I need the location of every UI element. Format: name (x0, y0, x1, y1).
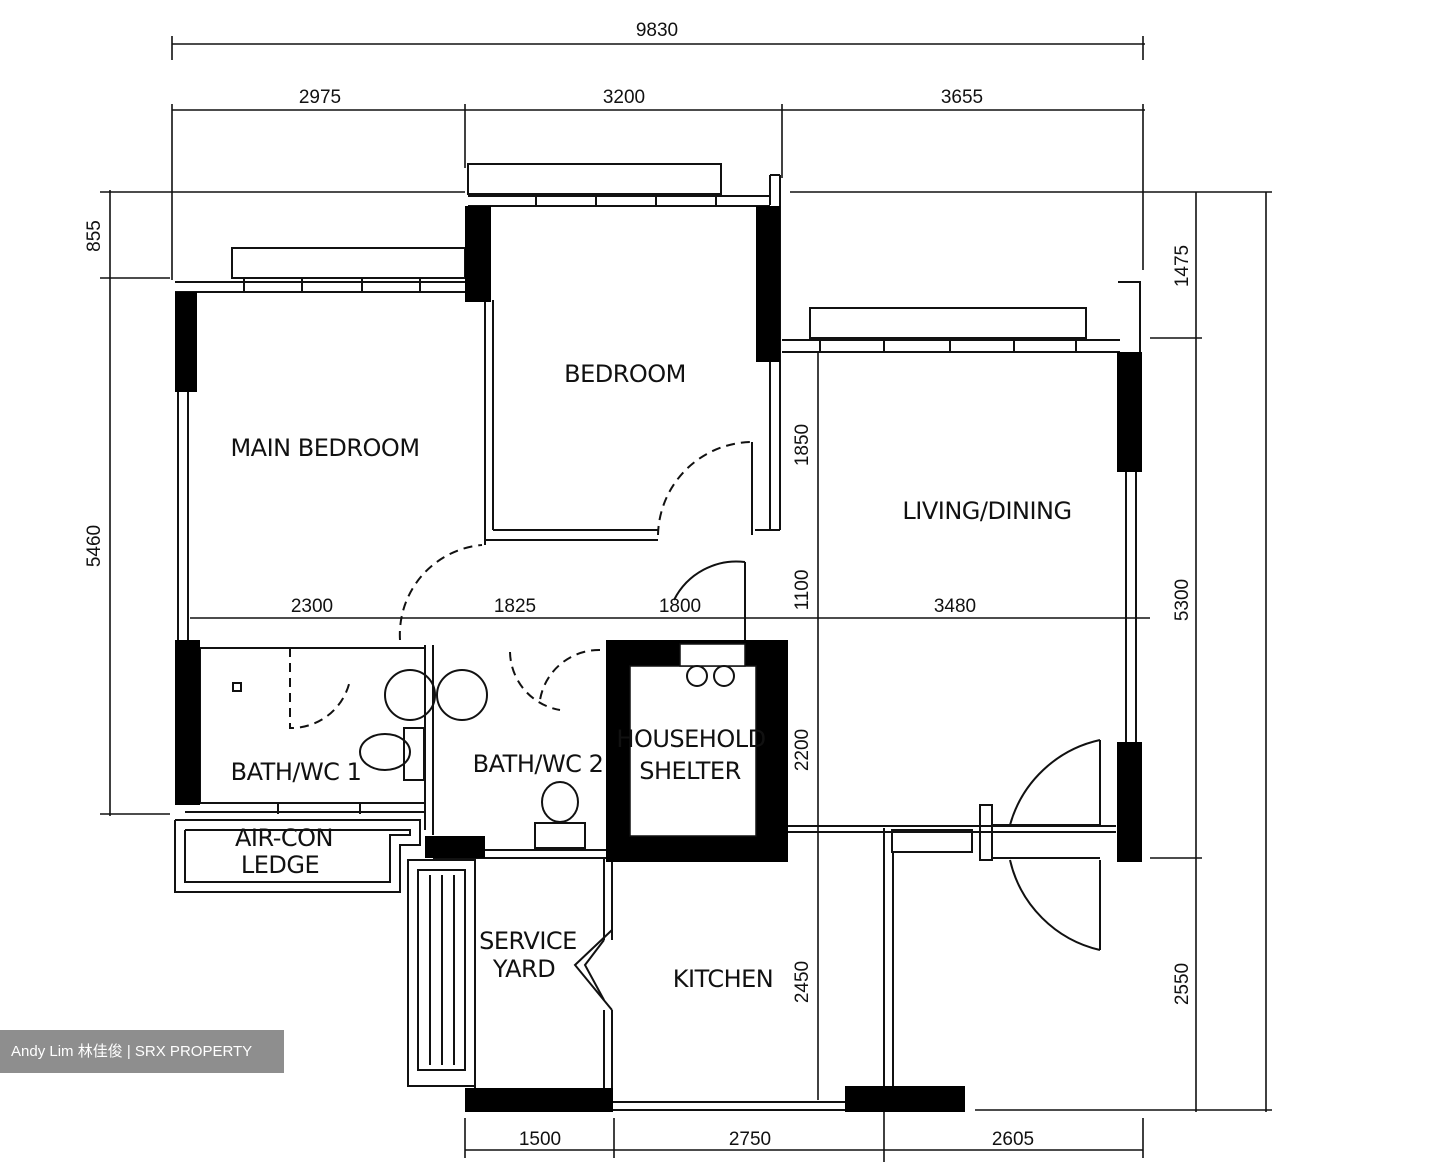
dim-left-1: 855 (84, 220, 105, 252)
dim-bedroom-depth: 1850 (792, 424, 813, 466)
dimension-lines (100, 36, 1272, 1162)
room-bedroom: BEDROOM (564, 360, 686, 388)
watermark: Andy Lim 林佳俊 | SRX PROPERTY (0, 1030, 284, 1073)
dim-bottom-3: 2605 (992, 1129, 1034, 1150)
dim-mid-2: 1825 (494, 596, 536, 617)
room-main-bedroom: MAIN BEDROOM (230, 434, 419, 462)
dim-shelter-depth: 2200 (792, 729, 813, 771)
dim-top-3: 3655 (941, 87, 983, 108)
room-kitchen: KITCHEN (673, 965, 774, 993)
room-aircon-ledge-line1: AIR-CON (235, 824, 333, 852)
dim-mid-1: 2300 (291, 596, 333, 617)
dim-top-2: 3200 (603, 87, 645, 108)
room-service-yard-line1: SERVICE (479, 927, 577, 955)
window-mullions (243, 194, 1077, 814)
sanitary-fixtures (232, 665, 735, 849)
dim-bottom-1: 1500 (519, 1129, 561, 1150)
dim-right-3: 2550 (1172, 963, 1193, 1005)
doors (289, 441, 1101, 1011)
room-living-dining: LIVING/DINING (902, 497, 1071, 525)
dim-bottom-2: 2750 (729, 1129, 771, 1150)
dim-mid-3: 1800 (659, 596, 701, 617)
room-service-yard-line2: YARD (492, 955, 555, 983)
dim-overall-width: 9830 (636, 20, 678, 41)
walls-thin (174, 163, 1141, 1111)
dim-right-1: 1475 (1172, 245, 1193, 287)
room-bath-wc-1: BATH/WC 1 (231, 758, 362, 786)
dim-left-2: 5460 (84, 525, 105, 567)
room-aircon-ledge-line2: LEDGE (241, 851, 319, 879)
room-bath-wc-2: BATH/WC 2 (473, 750, 604, 778)
room-household-shelter-line1: HOUSEHOLD (616, 725, 765, 753)
dim-top-1: 2975 (299, 87, 341, 108)
room-household-shelter-line2: SHELTER (639, 757, 741, 785)
dim-right-2: 5300 (1172, 579, 1193, 621)
dim-kitchen-depth: 2450 (792, 961, 813, 1003)
dim-corridor: 1100 (792, 570, 813, 611)
dim-mid-4: 3480 (934, 596, 976, 617)
walls-solid (175, 206, 1142, 1112)
